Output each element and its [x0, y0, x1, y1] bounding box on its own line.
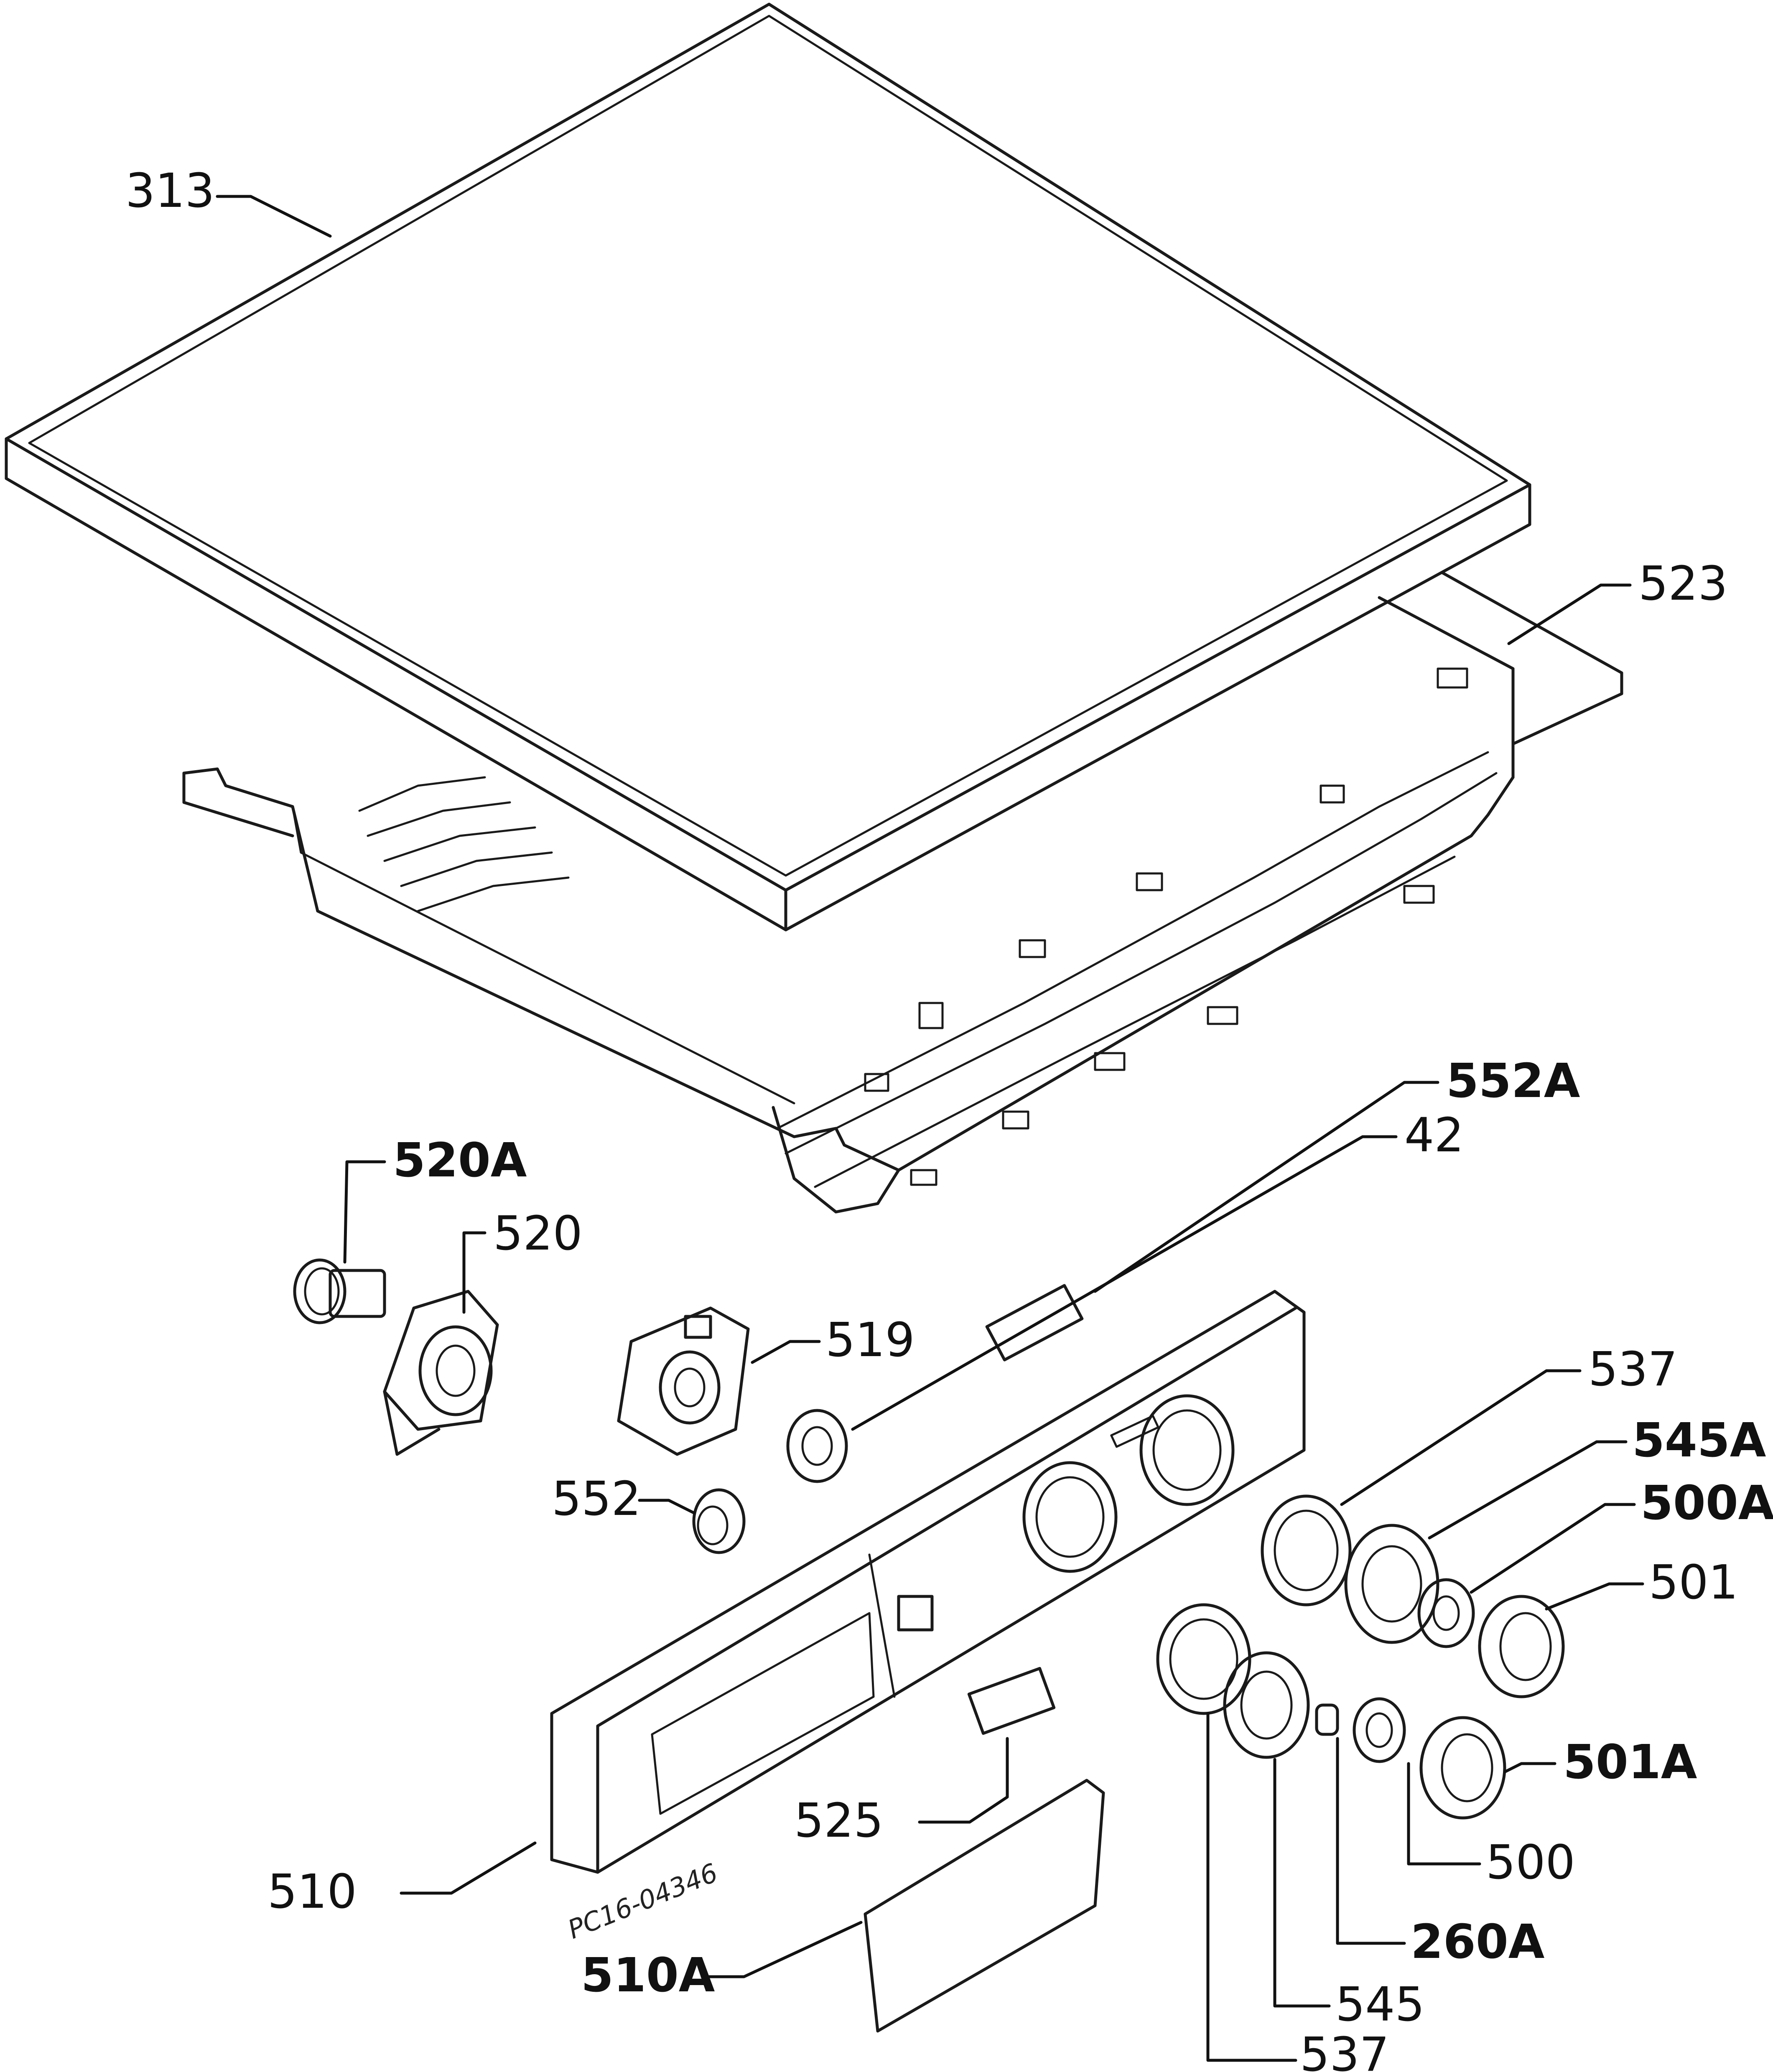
leader-lines	[216, 195, 1644, 2062]
part-42-ring	[786, 1409, 848, 1483]
part-500A-shaft	[1417, 1578, 1475, 1648]
part-545A-disc	[1344, 1524, 1439, 1644]
part-510A-flap	[864, 1779, 1105, 2033]
label-537-bottom: 537	[1300, 2028, 1389, 2072]
label-500: 500	[1486, 1835, 1575, 1890]
part-501-knob	[1478, 1595, 1565, 1698]
label-260A: 260A	[1411, 1915, 1545, 1969]
label-520: 520	[493, 1207, 583, 1261]
label-510: 510	[267, 1865, 357, 1919]
part-525-switch	[967, 1667, 1056, 1735]
label-501A: 501A	[1563, 1735, 1697, 1789]
label-545A: 545A	[1632, 1413, 1766, 1468]
label-500A: 500A	[1641, 1476, 1773, 1530]
part-510-front-panel	[550, 1284, 1306, 1874]
part-545-disc	[1223, 1651, 1310, 1759]
label-520A: 520A	[393, 1133, 527, 1188]
part-520A-knob	[293, 1258, 386, 1324]
part-260A-spring	[1315, 1703, 1339, 1736]
label-552A: 552A	[1446, 1054, 1580, 1108]
part-537-bottom-ring	[1156, 1603, 1251, 1715]
part-500-shaft	[1353, 1697, 1406, 1763]
label-42: 42	[1404, 1108, 1464, 1163]
label-525: 525	[794, 1794, 884, 1848]
part-313-top-cover	[5, 3, 1531, 932]
part-501A-knob	[1419, 1716, 1506, 1820]
label-510A: 510A	[581, 1948, 715, 2003]
label-537-top: 537	[1588, 1342, 1678, 1397]
label-313: 313	[125, 164, 215, 218]
label-545: 545	[1335, 1978, 1425, 2032]
part-552-small	[692, 1488, 746, 1554]
part-520-bracket	[383, 1290, 499, 1456]
label-501: 501	[1649, 1555, 1738, 1610]
part-523-panel-frame	[182, 571, 1623, 1214]
label-552: 552	[552, 1472, 641, 1526]
label-523: 523	[1638, 557, 1728, 611]
label-519: 519	[825, 1313, 915, 1367]
part-519-bracket	[617, 1306, 750, 1456]
part-537-top-ring	[1261, 1494, 1352, 1606]
